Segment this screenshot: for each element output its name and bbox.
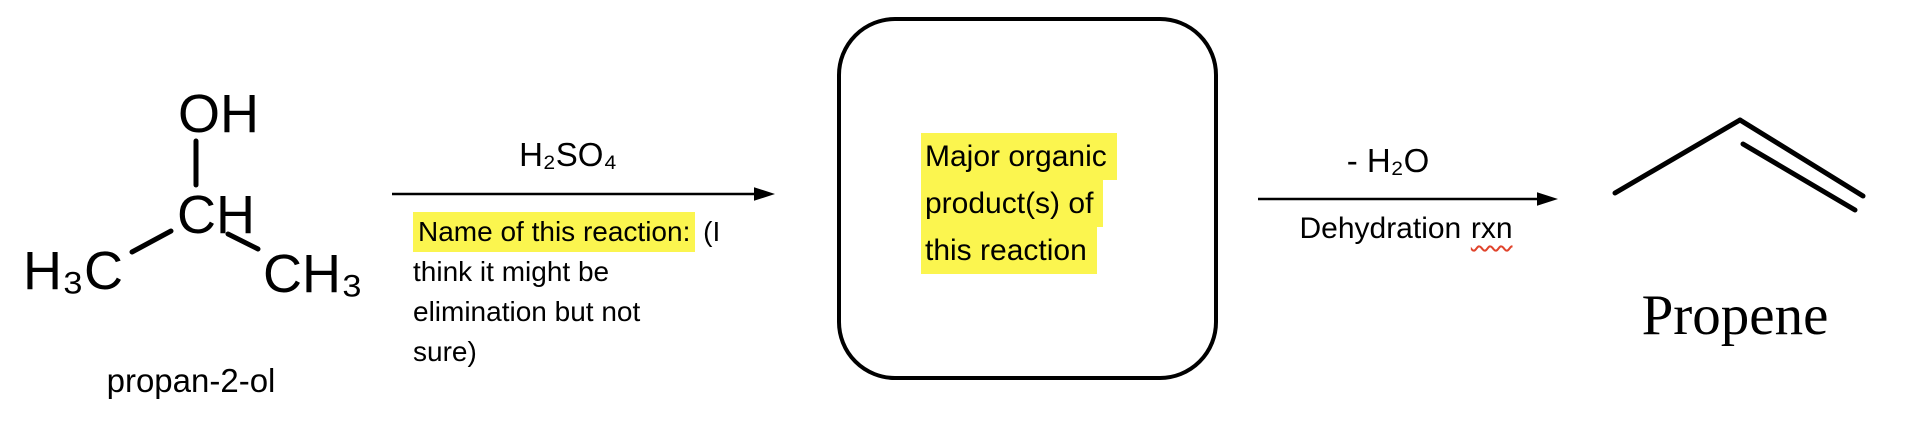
reagent-h2so4-label: H₂SO₄ bbox=[519, 136, 617, 173]
product-box-line-2: product(s) of bbox=[921, 180, 1104, 227]
propene-double-bond-outer bbox=[1737, 117, 1866, 199]
note-line-4: sure) bbox=[413, 336, 477, 367]
note-line-1: Name of this reaction: (I bbox=[413, 212, 743, 252]
oh-atom-label: OH bbox=[178, 84, 259, 144]
product-box-line-1: Major organic bbox=[921, 133, 1117, 180]
rxn-word-misspelled: rxn bbox=[1470, 212, 1513, 245]
reactant-name-label: propan-2-ol bbox=[106, 362, 276, 399]
c2-c3-bond bbox=[225, 231, 261, 252]
ch3-atom-label: CH₃ bbox=[263, 244, 363, 304]
product-box-text: Major organic product(s) of this reactio… bbox=[921, 133, 1117, 274]
reaction-arrow-1-head bbox=[754, 187, 775, 201]
product-box-line-3: this reaction bbox=[921, 227, 1097, 274]
ch-atom-label: CH bbox=[177, 185, 255, 245]
propene-double-bond-inner bbox=[1740, 141, 1858, 213]
reagent-minus-h2o-label: - H₂O bbox=[1346, 142, 1430, 179]
c2-c1-bond bbox=[129, 228, 174, 255]
note-line-1-rest: (I bbox=[695, 216, 721, 247]
product-name-label: Propene bbox=[1641, 284, 1829, 347]
note-line-2: think it might be bbox=[413, 256, 610, 287]
h3c-atom-label: H₃C bbox=[23, 241, 123, 301]
propan-2-ol-structure: OH CH H₃C CH₃ bbox=[23, 84, 363, 304]
dehydration-word: Dehydration bbox=[1299, 212, 1462, 245]
reaction-arrow-2-head bbox=[1537, 192, 1558, 206]
propene-c1-c2-bond bbox=[1612, 117, 1743, 196]
propene-structure bbox=[1612, 117, 1866, 213]
product-placeholder-box bbox=[837, 17, 1218, 380]
reaction-arrow-2 bbox=[1258, 192, 1558, 206]
reaction-name-note: Name of this reaction: (I think it might… bbox=[413, 212, 743, 372]
note-line-3: elimination but not bbox=[413, 296, 641, 327]
reaction-arrow-1 bbox=[392, 187, 775, 201]
note-highlighted-text: Name of this reaction: bbox=[413, 212, 696, 252]
